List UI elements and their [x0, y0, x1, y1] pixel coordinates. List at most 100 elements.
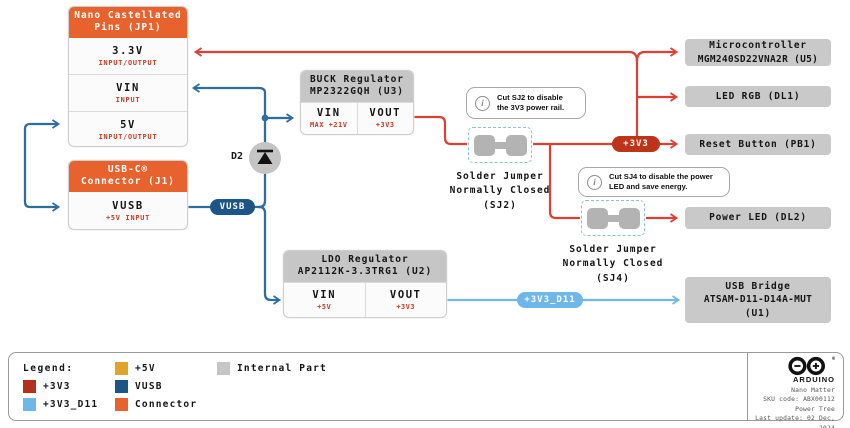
usb-bridge-line3: (U1) [744, 307, 772, 319]
footer-panel: Legend: +3V3 +3V3_D11 +5V VUSB Connector [8, 352, 844, 428]
pin-label: VOUT [369, 107, 402, 120]
nano-castellated-pins-box: Nano Castellated Pins (JP1) 3.3V INPUT/O… [68, 6, 188, 147]
microcontroller-box: Microcontroller MGM240SD22VNA2R (U5) [685, 39, 831, 66]
ldo-vin-cell: VIN +5V [284, 281, 365, 317]
led-rgb-box: LED RGB (DL1) [685, 86, 831, 107]
jp1-title-line1: Nano Castellated [74, 10, 182, 21]
usb-bridge-line1: USB Bridge [725, 281, 791, 293]
legend-label: Connector [135, 398, 198, 410]
color-swatch [23, 379, 36, 393]
jp1-title-line2: Pins (JP1) [94, 22, 162, 34]
sj2-note: i Cut SJ2 to disable the 3V3 power rail. [466, 87, 586, 119]
pin-label: 5V [120, 118, 136, 131]
jumper-pad [473, 134, 495, 156]
junction-dot [261, 114, 269, 122]
pin-rating: +5V [317, 302, 332, 311]
pin-direction: INPUT/OUTPUT [98, 132, 158, 141]
vusb-net-pill: VUSB [210, 199, 255, 215]
pin-label: VUSB [112, 199, 144, 212]
jp1-row-vin: VIN INPUT [69, 73, 187, 111]
d2-label: D2 [231, 151, 244, 162]
pin-label: VIN [312, 288, 337, 301]
pin-direction: INPUT/OUTPUT [98, 58, 158, 67]
jp1-row-5v: 5V INPUT/OUTPUT [69, 110, 187, 148]
p3v3-net-pill: +3V3 [612, 136, 660, 152]
jumper-pad [586, 207, 608, 229]
sj2-label-line1: Solder Jumper [456, 171, 544, 182]
legend-label: +3V3 [43, 380, 71, 392]
legend-item-3v3: +3V3 [23, 379, 115, 393]
legend-label: VUSB [135, 380, 163, 392]
ldo-header: LDO Regulator AP2112K-3.3TRG1 (U2) [284, 251, 446, 282]
product-name: Nano Matter [791, 387, 835, 394]
sj4-label: Solder Jumper Normally Closed (SJ4) [553, 243, 673, 286]
color-swatch [23, 397, 36, 411]
sj2-note-text: Cut SJ2 to disable the 3V3 power rail. [497, 93, 564, 114]
sj4-note-line1: Cut SJ4 to disable the power [609, 171, 713, 181]
usb-c-connector-box: USB-C® Connector (J1) VUSB +5V INPUT [68, 160, 188, 230]
sj2-label: Solder Jumper Normally Closed (SJ2) [440, 170, 560, 213]
vusb-net [23, 83, 295, 305]
jumper-bridge [494, 141, 506, 149]
sj4-label-line2: Normally Closed [562, 258, 664, 270]
pin-rating: +3V3 [375, 121, 395, 130]
legend-label: +3V3_D11 [43, 398, 99, 410]
color-swatch [115, 379, 128, 393]
color-swatch [115, 397, 128, 411]
solder-jumper-sj4-icon [581, 200, 645, 236]
sku-code: SKU code: ABX00112 [763, 396, 835, 404]
legend-label: Internal Part [237, 363, 327, 375]
solder-jumper-sj2-icon [468, 127, 532, 163]
mcu-line1: Microcontroller [709, 40, 807, 52]
color-swatch [217, 362, 230, 376]
buck-regulator-box: BUCK Regulator MP2322GQH (U3) VIN MAX +2… [300, 70, 414, 135]
sj4-label-line3: (SJ4) [596, 272, 630, 284]
diode-d2-icon [249, 142, 281, 174]
buck-title-line2: MP2322GQH (U3) [309, 86, 405, 98]
jumper-bridge [607, 214, 619, 222]
info-icon: i [475, 95, 490, 111]
p3v3-d11-net-pill: +3V3_D11 [517, 292, 583, 308]
brand-block: ® ARDUINO Nano Matter SKU code: ABX00112… [747, 353, 843, 428]
sj4-label-line1: Solder Jumper [569, 244, 657, 255]
ldo-regulator-box: LDO Regulator AP2112K-3.3TRG1 (U2) VIN +… [283, 250, 447, 318]
arduino-logo-icon [788, 356, 825, 376]
registered-mark: ® [831, 356, 835, 362]
pin-label: 3.3V [112, 44, 144, 57]
arduino-wordmark: ARDUINO [793, 375, 835, 384]
buck-vin-cell: VIN MAX +21V [301, 101, 357, 134]
ldo-title-line1: LDO Regulator [321, 254, 409, 265]
pin-rating: +3V3 [396, 302, 416, 311]
legend-item-internal-part: Internal Part [217, 362, 741, 376]
buck-header: BUCK Regulator MP2322GQH (U3) [301, 71, 413, 102]
reset-button-label: Reset Button (PB1) [699, 138, 817, 150]
sj4-note-line2: LED and save energy. [609, 182, 688, 191]
j1-header: USB-C® Connector (J1) [69, 161, 187, 192]
power-led-box: Power LED (DL2) [685, 207, 831, 229]
legend-item-5v: +5V [115, 362, 217, 376]
legend-item-3v3-d11: +3V3_D11 [23, 397, 115, 411]
legend-label: +5V [135, 363, 156, 375]
power-led-label: Power LED (DL2) [709, 212, 807, 224]
jp1-row-3v3: 3.3V INPUT/OUTPUT [69, 38, 187, 74]
document-info: Nano Matter SKU code: ABX00112 Power Tre… [752, 386, 835, 428]
usb-bridge-line2: ATSAM-D11-D14A-MUT [703, 294, 813, 306]
legend-item-vusb: VUSB [115, 379, 217, 393]
sj2-note-line2: the 3V3 power rail. [497, 103, 565, 112]
buck-vout-cell: VOUT +3V3 [356, 101, 413, 134]
ldo-title-line2: AP2112K-3.3TRG1 (U2) [297, 266, 433, 278]
buck-title-line1: BUCK Regulator [309, 74, 405, 85]
last-update: Last update: 02 Dec, 2024 [755, 415, 835, 428]
sj2-note-line1: Cut SJ2 to disable [497, 92, 563, 102]
j1-title-line2: Connector (J1) [80, 176, 176, 188]
legend: Legend: +3V3 +3V3_D11 +5V VUSB Connector [9, 353, 747, 420]
pin-label: VOUT [389, 288, 422, 301]
sj2-label-line2: Normally Closed [449, 185, 551, 197]
pin-label: VIN [316, 107, 341, 120]
jumper-pad [505, 134, 527, 156]
document-type: Power Tree [795, 405, 835, 413]
pin-label: VIN [116, 81, 140, 94]
j1-title-line1: USB-C® [107, 164, 149, 175]
pin-rating: MAX +21V [309, 121, 348, 130]
